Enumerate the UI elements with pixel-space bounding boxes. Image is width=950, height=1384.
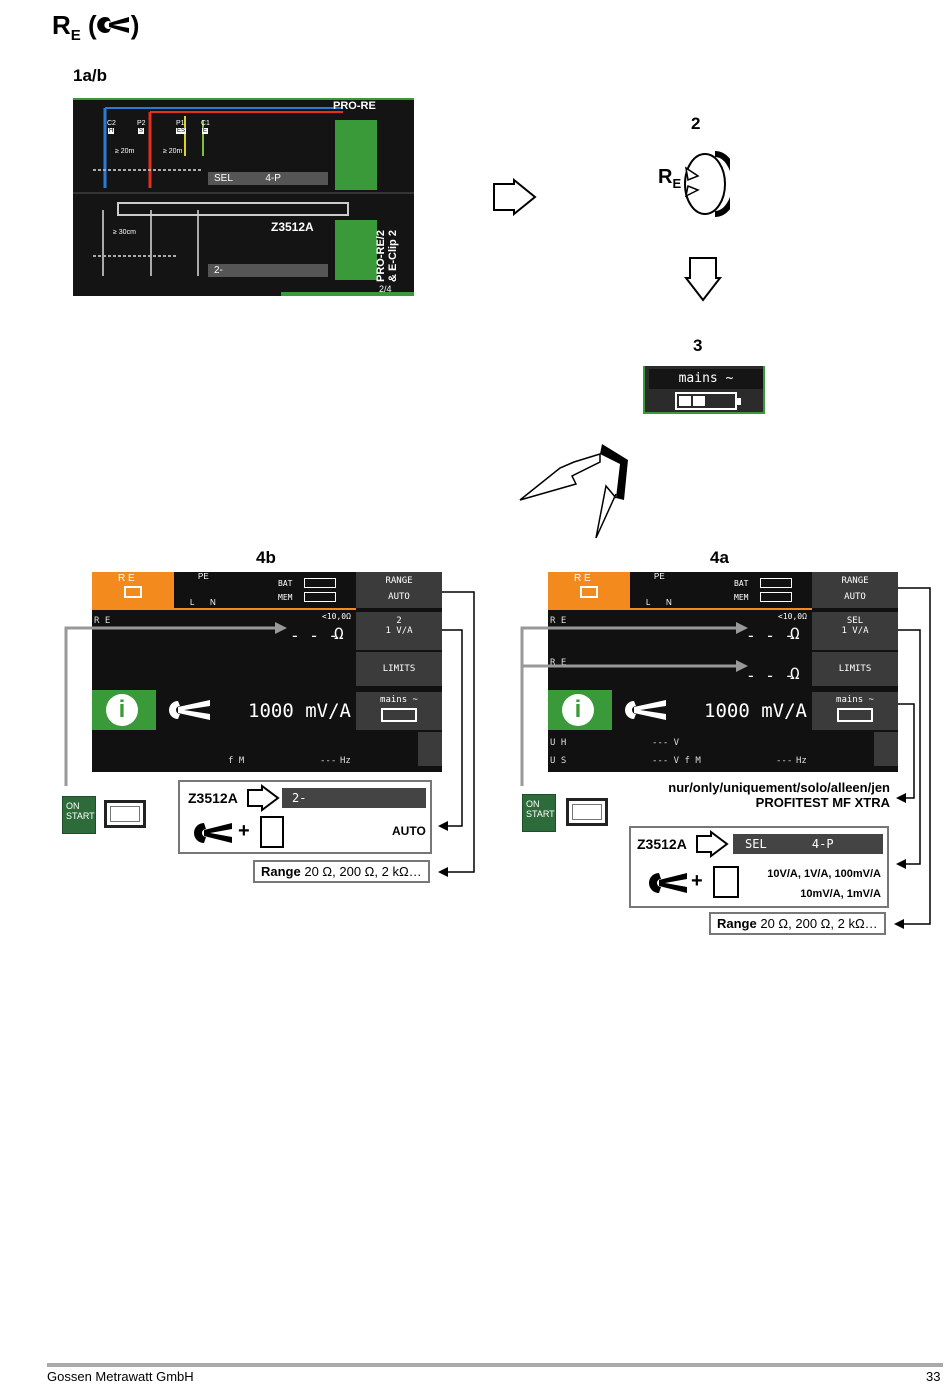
info-icon: i [562, 694, 594, 726]
earth-resistor-icon [580, 586, 598, 598]
terminal-p1: P1 [176, 120, 185, 127]
clamp-icon [96, 12, 131, 43]
page-number: 33 [926, 1369, 941, 1384]
ratio-readout: 1000 mV/A [248, 700, 351, 722]
wiring-lines [73, 98, 414, 296]
terminal-letter-es: ES [176, 128, 187, 134]
terminal-letter-s: S [138, 128, 145, 134]
right-arrow-icon [696, 830, 729, 858]
adapter-icon [260, 816, 284, 848]
on-start-button[interactable]: ON START [62, 796, 96, 834]
clamp-icon [649, 873, 687, 893]
device-screen-4b: R E PE L N BAT MEM RANGE AUTO R E <10,0Ω… [92, 572, 442, 772]
battery-icon [837, 708, 873, 722]
earth-resistor-icon [124, 586, 142, 598]
battery-icon [381, 708, 417, 722]
rotary-label: RE [658, 166, 682, 191]
range-softkey[interactable]: RANGE AUTO [812, 572, 898, 608]
down-arrow-icon [684, 257, 722, 302]
ratio-readout: 1000 mV/A [704, 700, 807, 722]
re-function-tile: R E [92, 572, 174, 608]
re-function-tile: R E [548, 572, 630, 608]
limit-value: <10,0Ω [322, 612, 351, 621]
memory-icon [760, 592, 792, 602]
distance-2: ≥ 20m [163, 148, 183, 155]
terminal-c2: C2 [107, 120, 116, 127]
info-icon: i [106, 694, 138, 726]
distance-1: ≥ 20m [115, 148, 135, 155]
split-arrows-icon [519, 444, 628, 539]
connector-lines [64, 587, 931, 929]
clip-label: PRO-RE/2 & E-Clip 2 [375, 230, 399, 282]
distance-3: ≥ 30cm [113, 229, 136, 236]
sel-softkey[interactable]: SEL 1 V/A [812, 612, 898, 650]
rotary-knob-icon [684, 151, 730, 217]
device-button[interactable] [104, 800, 146, 828]
terminal-letter-e: E [202, 128, 209, 134]
step-4a-label: 4a [710, 548, 729, 567]
device-button[interactable] [566, 798, 608, 826]
range-softkey[interactable]: RANGE AUTO [356, 572, 442, 608]
right-arrow-icon [493, 178, 537, 216]
page-title: RE ( ) [52, 10, 140, 45]
two-pole-bar: 2- [282, 788, 426, 808]
wiring-diagram-screen: PRO-RE C2 P2 P1 C1 H S ES E ≥ 20m ≥ 20m … [73, 98, 414, 296]
mains-softkey[interactable]: mains ~ [812, 692, 898, 730]
mains-softkey[interactable]: mains ~ [356, 692, 442, 730]
battery-icon [675, 392, 741, 410]
terminal-p2: P2 [137, 120, 146, 127]
step-2-label: 2 [691, 114, 701, 133]
model-note: nur/only/uniquement/solo/alleen/jen PROF… [668, 780, 890, 810]
footer-divider [47, 1363, 943, 1367]
device-screen-4a: R E PE L N BAT MEM RANGE AUTO R E <10,0Ω… [548, 572, 898, 772]
battery-icon [760, 578, 792, 588]
limit-value: <10,0Ω [778, 612, 807, 621]
page-indicator: 2/4 [379, 284, 392, 294]
right-arrow-icon [247, 784, 280, 812]
step-3-label: 3 [693, 336, 703, 355]
sel-softkey[interactable]: 2 1 V/A [356, 612, 442, 650]
clamp-info-box-4b: Z3512A 2- + AUTO [178, 780, 432, 854]
memory-icon [304, 592, 336, 602]
step-1-label: 1a/b [73, 66, 108, 85]
adapter-icon [713, 866, 739, 898]
terminal-letter-h: H [108, 128, 115, 134]
limits-softkey[interactable]: LIMITS [356, 652, 442, 686]
sel-bar: SEL 4-P [733, 834, 883, 854]
clamp-icon [624, 700, 666, 720]
ratio-list: 10V/A, 1V/A, 100mV/A 10mV/A, 1mV/A [767, 868, 881, 900]
re-value-2: - - - [746, 666, 795, 685]
clamp-icon [168, 700, 210, 720]
step-4b-label: 4b [256, 548, 276, 567]
limits-softkey[interactable]: LIMITS [812, 652, 898, 686]
probe-label: PRO-RE [333, 100, 376, 112]
range-note-4a: Range 20 Ω, 200 Ω, 2 kΩ… [709, 912, 886, 935]
terminal-c1: C1 [201, 120, 210, 127]
range-note-4b: Range 20 Ω, 200 Ω, 2 kΩ… [253, 860, 430, 883]
wiring-sel-bar: SEL 4-P [208, 172, 328, 185]
mains-label: mains ~ [649, 369, 763, 389]
battery-icon [304, 578, 336, 588]
re-value: - - - [290, 626, 339, 645]
mains-display: mains ~ [643, 366, 765, 414]
re-value: - - - [746, 626, 795, 645]
clamp-icon [194, 823, 232, 843]
clamp-info-box-4a: Z3512A SEL 4-P + 10V/A, 1V/A, 100mV/A 10… [629, 826, 889, 908]
wiring-2p-bar: 2- [208, 264, 328, 277]
footer-company: Gossen Metrawatt GmbH [47, 1369, 194, 1384]
clamp-model-label: Z3512A [271, 220, 314, 234]
on-start-button[interactable]: ON START [522, 794, 556, 832]
